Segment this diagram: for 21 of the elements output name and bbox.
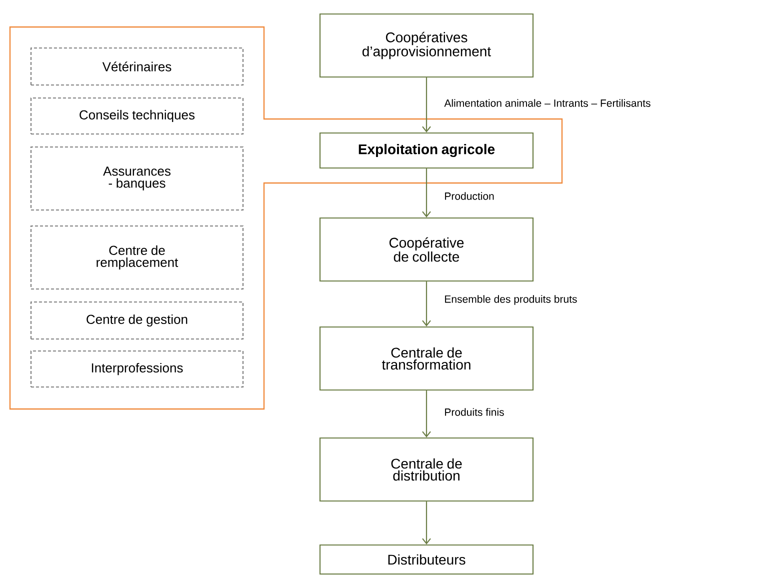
edge-label: Alimentation animale – Intrants – Fertilisants	[443, 98, 652, 108]
arrow	[422, 168, 431, 218]
process-box: Coopératives d’approvisionnement	[319, 13, 534, 78]
arrow	[422, 282, 431, 326]
arrow	[422, 502, 431, 544]
dashed-box: Interprofessions	[30, 350, 244, 388]
dashed-box: Assurances - banques	[30, 146, 244, 211]
process-box: Centrale de transformation	[319, 326, 534, 391]
edge-label: Production	[443, 191, 496, 201]
dashed-box: Vétérinaires	[30, 47, 244, 86]
process-box: Centrale de distribution	[319, 437, 534, 502]
arrow	[422, 78, 431, 132]
process-box: Distributeurs	[319, 544, 534, 575]
process-box: Exploitation agricole	[319, 132, 534, 169]
arrow	[422, 390, 431, 438]
edge-label: Ensemble des produits bruts	[443, 294, 578, 306]
dashed-box: Conseils techniques	[30, 97, 244, 135]
edge-label: Produits finis	[443, 407, 506, 417]
dashed-box: Centre de remplacement	[30, 225, 244, 290]
process-box: Coopérative de collecte	[319, 217, 534, 282]
dashed-box: Centre de gestion	[30, 301, 244, 340]
